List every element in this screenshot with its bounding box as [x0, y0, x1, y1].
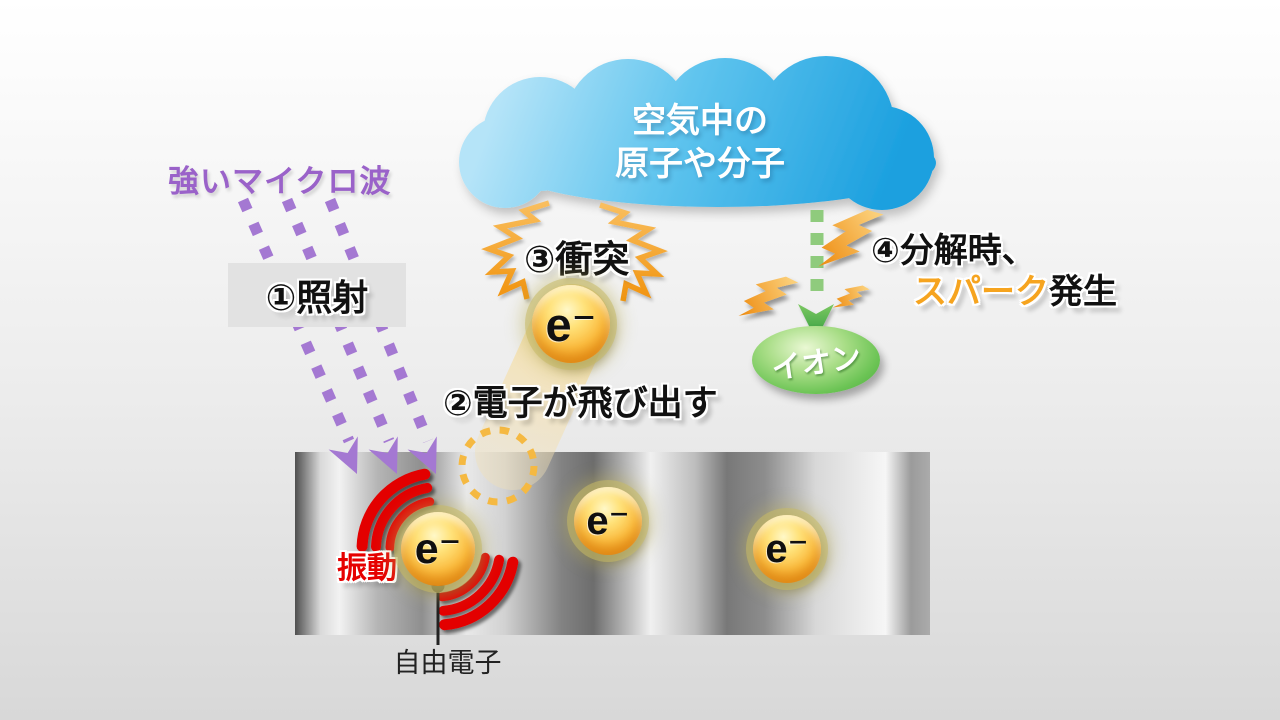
electron-symbol: e⁻: [545, 297, 597, 351]
step1-irradiation-label-box: ①照射: [228, 263, 406, 327]
lightning-bolt-large: [818, 209, 884, 267]
collision-spark-bursts: [481, 200, 668, 302]
microwave-label: 強いマイクロ波: [168, 164, 392, 199]
spark-lightning-bolts: [738, 209, 884, 316]
microwave-arrowheads: [328, 436, 437, 474]
ejection-origin-dotted-circle: [458, 426, 538, 506]
step1-irradiation-label: ①照射: [265, 277, 369, 318]
step4-spark-word: スパーク: [913, 273, 1049, 311]
electron-symbol: e⁻: [586, 499, 630, 543]
step4-line2: スパーク発生: [913, 272, 1117, 313]
vibration-label: 振動: [337, 552, 397, 585]
step2-ejection-label: ②電子が飛び出す: [443, 384, 718, 423]
free-electron-label: 自由電子: [393, 648, 502, 678]
electron-symbol: e⁻: [414, 524, 462, 573]
decomposition-arrowhead: [798, 304, 834, 340]
step4-line1: ④分解時、: [871, 232, 1036, 270]
free-electron-in-metal-3: e⁻: [753, 515, 821, 583]
cloud-label: 空気中の 原子や分子: [540, 100, 860, 186]
air-molecules-cloud: [459, 56, 936, 210]
lightning-bolt-small: [832, 285, 870, 308]
free-electron-in-metal-1: e⁻: [401, 512, 475, 586]
free-electron-in-metal-2: e⁻: [574, 487, 642, 555]
step3-collision-label: ③衝突: [524, 239, 630, 280]
ion-label: イオン: [769, 340, 864, 387]
cloud-label-line2: 原子や分子: [615, 145, 785, 183]
spark-burst-right: [599, 202, 668, 302]
vibration-arcs: [356, 468, 519, 631]
electron-symbol: e⁻: [765, 527, 809, 571]
step4-decomposition-label: ④分解時、 スパーク発生: [871, 231, 1117, 313]
lightning-bolt-medium: [738, 276, 799, 316]
step4-suffix: 発生: [1049, 273, 1117, 311]
cloud-label-line1: 空気中の: [632, 102, 768, 140]
ion-ellipse: イオン: [752, 326, 880, 394]
spark-burst-left: [481, 200, 550, 300]
ejected-electron: e⁻: [532, 285, 610, 363]
